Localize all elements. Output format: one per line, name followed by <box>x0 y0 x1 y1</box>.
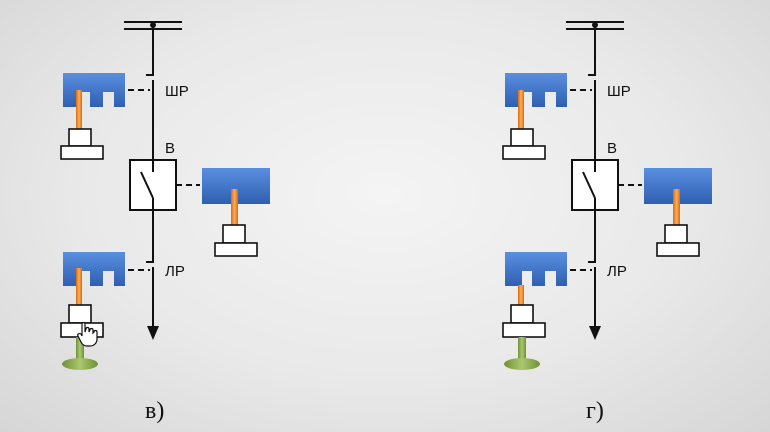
diagram-g: ШР В ЛР <box>502 21 712 424</box>
top-disconnector-label: ШР <box>607 83 631 100</box>
line-disconnector-drive <box>60 252 125 370</box>
top-disconnector: ШР <box>570 80 631 100</box>
line-disconnector-label: ЛР <box>165 263 185 280</box>
line-disconnector-label: ЛР <box>607 263 627 280</box>
top-disconnector: ШР <box>128 80 189 100</box>
top-disconnector-drive <box>502 73 567 160</box>
caption-v: в) <box>145 398 164 424</box>
lock-key-icon <box>504 337 540 370</box>
main-line <box>146 25 159 340</box>
arrow-icon <box>589 326 601 340</box>
caption-g: г) <box>586 398 604 424</box>
line-disconnector-drive <box>502 252 567 370</box>
lock-key-icon <box>62 337 98 370</box>
diagram-v: ШР В ЛР <box>60 21 270 424</box>
arrow-icon <box>147 326 159 340</box>
breaker-label: В <box>607 140 617 157</box>
hand-cursor-icon <box>77 321 98 347</box>
line-disconnector: ЛР <box>570 263 627 280</box>
breaker-drive <box>202 168 270 257</box>
breaker: В <box>129 140 200 211</box>
breaker-label: В <box>165 140 175 157</box>
top-disconnector-drive <box>60 73 125 160</box>
breaker: В <box>571 140 642 211</box>
line-disconnector: ЛР <box>128 263 185 280</box>
top-disconnector-label: ШР <box>165 83 189 100</box>
main-line <box>588 25 601 340</box>
breaker-drive <box>644 168 712 257</box>
